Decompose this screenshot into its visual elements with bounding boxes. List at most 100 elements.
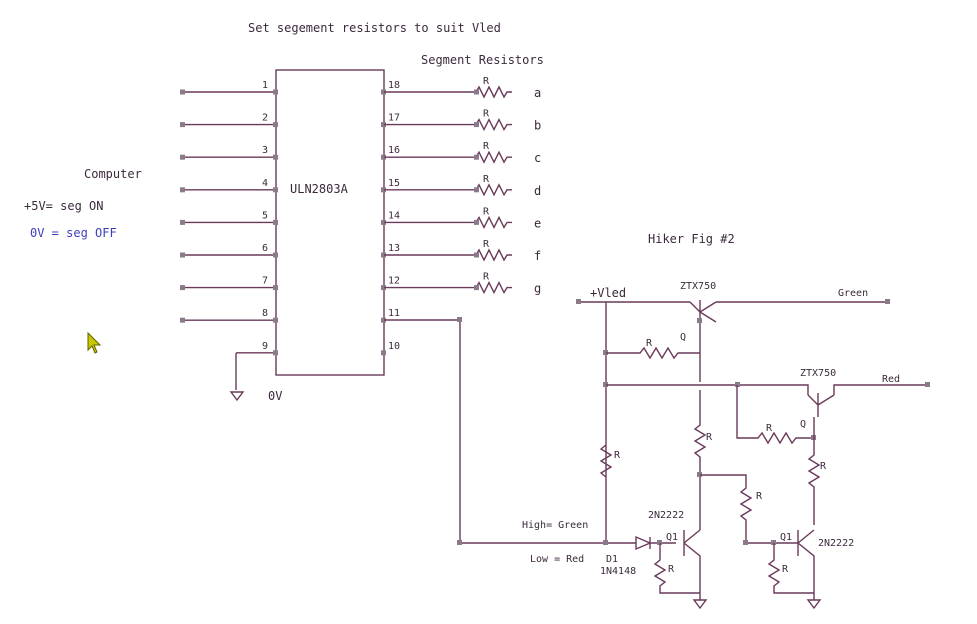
segment-label: b [534,119,541,133]
resistor-label: R [483,239,490,250]
diode-ref: D1 [606,554,618,565]
junction-dot [743,540,748,545]
junction-dot [603,382,608,387]
green-terminal [885,299,890,304]
left-pin-number: 5 [262,210,268,221]
red-output-label: Red [882,374,900,385]
junction-dot [457,317,462,322]
left-pin-number: 6 [262,243,268,254]
pin-dot [273,219,278,225]
npn-right-label: 2N2222 [818,538,854,549]
pullup-resistor [599,444,613,478]
input-terminal [180,187,185,193]
pin-dot [381,285,386,291]
junction-dot [657,540,662,545]
resistor-label: R [614,450,621,461]
junction-dot [603,540,608,545]
low-note: Low = Red [530,554,584,565]
pin-dot [273,122,278,128]
resistor-label: R [706,432,713,443]
resistor-label: R [820,461,827,472]
segment-resistor [384,150,512,164]
pin-dot [273,285,278,291]
collector-resistor-middle [693,390,707,530]
left-pin-number: 3 [262,145,268,156]
right-pin-number: 11 [388,308,400,319]
resistor-label: R [766,423,773,434]
q1-left-label: Q1 [666,532,678,543]
bias-resistor-top [606,346,700,360]
resistor-terminal [474,252,479,258]
pin-dot [273,154,278,160]
resistor-terminal [474,122,479,128]
page-title: Set segement resistors to suit Vled [248,21,501,35]
resistor-label: R [483,174,490,185]
ground-label: 0V [268,389,282,403]
segment-resistor [384,281,512,295]
resistor-terminal [474,154,479,160]
collector-resistor-right [807,417,821,525]
pin-dot [273,350,278,356]
computer-label: Computer [84,167,142,181]
junction-dot [697,318,702,323]
uln2803a-chip [275,69,385,376]
coupling-resistor [700,474,776,544]
ztx750-top-label: ZTX750 [680,281,716,292]
segment-label: g [534,282,541,296]
resistor-label: R [483,272,490,283]
q-pin-label: Q [800,419,806,430]
pin-dot [381,187,386,193]
junction-dot [457,540,462,545]
on-note: +5V= seg ON [24,199,103,213]
ztx750-top-transistor [689,300,888,324]
right-pin-number: 10 [388,341,400,352]
ground-symbol-icon [806,599,822,610]
diode-part: 1N4148 [600,566,636,577]
pin-dot [381,317,386,323]
resistor-terminal [474,89,479,95]
right-pin-number: 12 [388,276,400,287]
input-terminal [180,252,185,258]
pin-dot [381,350,386,356]
q1-right-label: Q1 [780,532,792,543]
right-pin-number: 18 [388,80,400,91]
input-terminal [180,89,185,95]
ztx750-bottom-transistor [807,384,928,417]
pin11-wire [384,319,630,544]
left-pin-number: 8 [262,308,268,319]
mouse-cursor-icon [87,331,102,354]
right-pin-number: 15 [388,178,400,189]
pin-dot [381,89,386,95]
segment-resistor [384,118,512,132]
right-pin-number: 17 [388,113,400,124]
base-resistor-right [767,543,814,594]
left-pin-number: 4 [262,178,268,189]
red-terminal [925,382,930,387]
junction-dot [603,350,608,355]
input-terminal [180,317,185,323]
input-terminal [180,219,185,225]
vled-terminal [576,299,581,304]
segment-label: d [534,184,541,198]
diode-d1 [630,535,676,551]
left-pin-number: 2 [262,113,268,124]
off-note: 0V = seg OFF [30,226,117,240]
segment-label: f [534,249,541,263]
pin-dot [381,219,386,225]
fig-title: Hiker Fig #2 [648,232,735,246]
segment-label: c [534,151,541,165]
pin-dot [273,317,278,323]
segment-resistor [384,183,512,197]
resistor-label: R [756,491,763,502]
resistor-terminal [474,219,479,225]
junction-dot [771,540,776,545]
segment-label: e [534,216,541,230]
right-pin-number: 16 [388,145,400,156]
pin-dot [381,122,386,128]
pin-dot [273,89,278,95]
vled-label: +Vled [590,286,626,300]
high-note: High= Green [522,520,588,531]
